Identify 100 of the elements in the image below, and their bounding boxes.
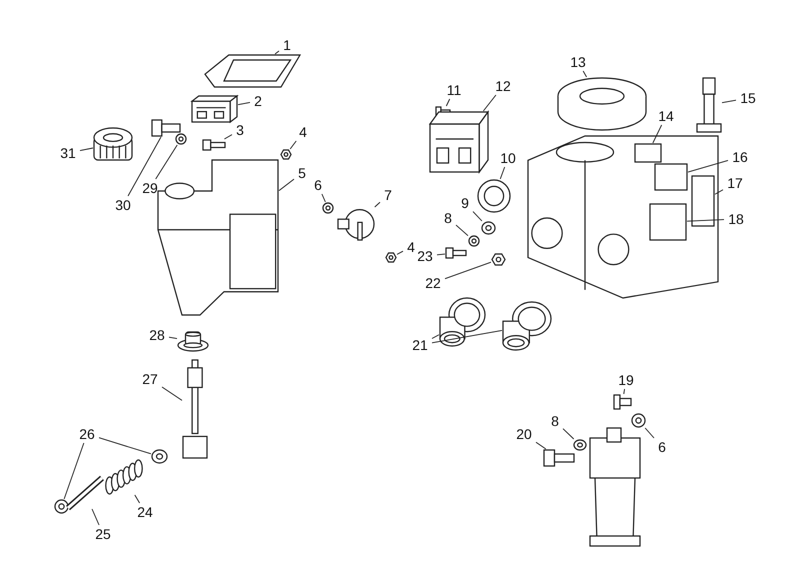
callout-number: 3: [233, 122, 247, 138]
module-drawing: [430, 112, 488, 172]
plug-drawing: [178, 332, 208, 351]
bolt-drawing: [152, 120, 180, 136]
callout-number: 2: [251, 93, 265, 109]
callout-number: 28: [146, 327, 168, 343]
leader-line: [644, 428, 654, 438]
decal-drawing: [655, 164, 687, 190]
callout-number: 6: [655, 439, 669, 455]
callout-number: 15: [737, 90, 759, 106]
bolt-drawing: [446, 248, 466, 258]
callout-number: 7: [381, 187, 395, 203]
boot-drawing: [440, 298, 485, 346]
clip-drawing: [697, 78, 721, 132]
leader-line: [536, 442, 546, 450]
callout-number: 9: [458, 195, 472, 211]
callout-number: 31: [57, 145, 79, 161]
end-cap-drawing: [55, 500, 68, 513]
leader-line: [274, 50, 280, 54]
leader-line: [128, 136, 162, 196]
leader-line: [688, 160, 728, 173]
leader-line: [168, 336, 178, 340]
leader-line: [432, 334, 440, 339]
nut-drawing: [281, 150, 291, 159]
tube-drawing: [68, 478, 102, 508]
washer-drawing: [469, 236, 479, 246]
leader-line: [652, 124, 662, 144]
bolt-drawing: [614, 395, 631, 409]
sensor-rod-drawing: [183, 360, 207, 458]
callout-number: 8: [548, 413, 562, 429]
callout-number: 12: [492, 78, 514, 94]
callout-number: 20: [513, 426, 535, 442]
leader-line: [98, 437, 152, 454]
leader-line: [224, 134, 232, 140]
tank-drawing: [158, 160, 278, 315]
callout-number: 16: [729, 149, 751, 165]
leader-line: [134, 494, 140, 504]
screw-drawing: [492, 254, 505, 265]
callout-number: 24: [134, 504, 156, 520]
leader-line: [374, 202, 380, 208]
washer-drawing: [574, 440, 586, 450]
callout-number: 25: [92, 526, 114, 542]
leader-line: [582, 70, 588, 78]
bolt-drawing: [544, 450, 574, 466]
callout-number: 11: [443, 82, 465, 98]
callout-number: 10: [497, 150, 519, 166]
decal-drawing: [635, 144, 661, 162]
leader-line: [444, 262, 492, 280]
ring-filter-drawing: [558, 78, 646, 130]
leader-line: [396, 250, 404, 255]
leader-line: [80, 148, 94, 152]
callout-number: 22: [422, 275, 444, 291]
leader-line: [482, 94, 496, 112]
leader-line: [500, 166, 506, 180]
cap-drawing: [94, 128, 132, 160]
leader-line: [278, 178, 294, 192]
leader-line: [714, 189, 724, 195]
washer-drawing: [632, 414, 645, 427]
bolt-drawing: [203, 140, 225, 150]
leader-line: [456, 224, 468, 236]
leader-line: [446, 98, 450, 106]
nut-drawing: [386, 253, 396, 262]
leader-line: [562, 428, 574, 440]
washer-drawing: [176, 134, 186, 144]
leader-line: [162, 386, 182, 401]
leader-line: [623, 388, 626, 394]
grommet-drawing: [478, 180, 510, 212]
block-drawing: [192, 96, 237, 122]
callout-number: 30: [112, 197, 134, 213]
callout-number: 8: [441, 210, 455, 226]
spacer-drawing: [482, 222, 495, 234]
callout-number: 13: [567, 54, 589, 70]
callout-number: 27: [139, 371, 161, 387]
sensor-drawing: [338, 208, 374, 240]
callout-number: 6: [311, 177, 325, 193]
callout-number: 19: [615, 372, 637, 388]
callout-number: 1: [280, 37, 294, 53]
washer-drawing: [323, 203, 333, 213]
callout-number: 4: [296, 124, 310, 140]
callout-number: 17: [724, 175, 746, 191]
leader-line: [321, 194, 326, 202]
callout-number: 29: [139, 180, 161, 196]
leader-line: [155, 144, 178, 180]
callout-number: 26: [76, 426, 98, 442]
callout-number: 21: [409, 337, 431, 353]
leader-line: [64, 442, 84, 500]
end-cap-drawing: [152, 450, 167, 463]
boot-drawing: [503, 302, 551, 350]
leader-line: [472, 211, 482, 222]
callout-number: 14: [655, 108, 677, 124]
callout-number: 5: [295, 165, 309, 181]
cover-drawing: [205, 55, 300, 87]
decal-drawing: [650, 204, 686, 240]
leader-line: [238, 102, 250, 106]
decal-drawing: [692, 176, 714, 226]
leader-line: [436, 254, 446, 256]
leader-line: [722, 100, 736, 104]
leader-line: [92, 508, 100, 526]
leader-line: [686, 219, 724, 222]
callout-number: 18: [725, 211, 747, 227]
